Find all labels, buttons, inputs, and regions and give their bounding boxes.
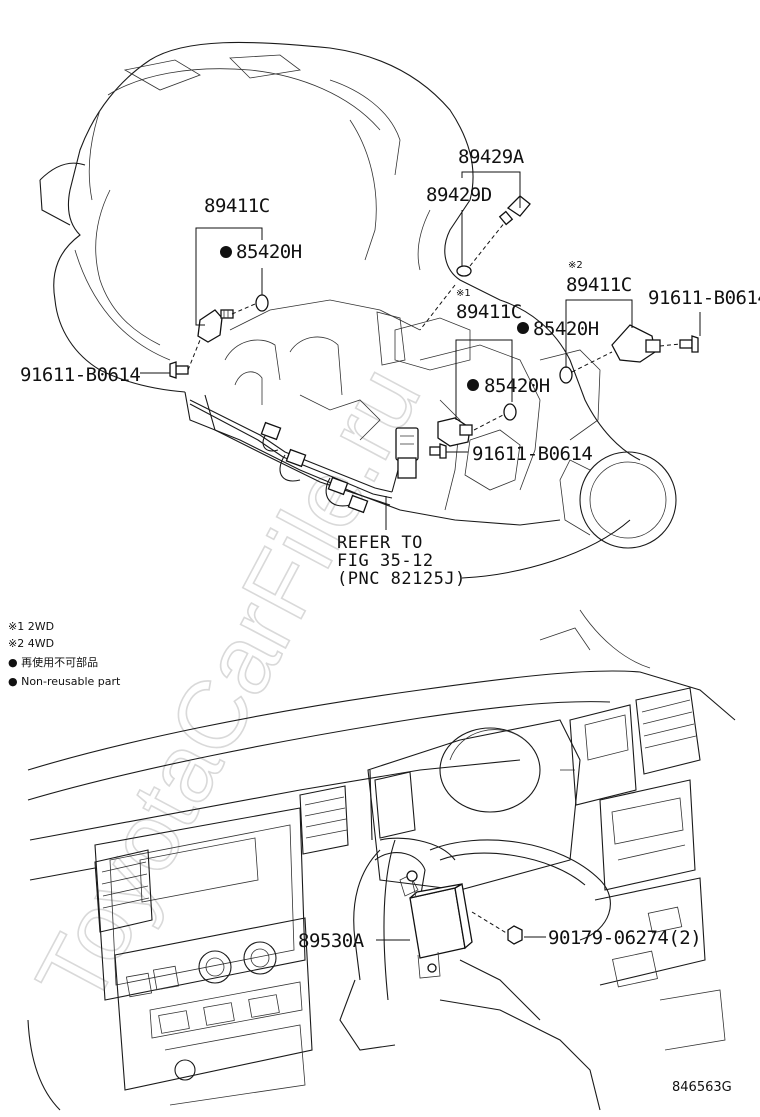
part-number-85420H-middle-bottom[interactable]: 85420H [484,375,550,397]
legend: ※1 2WD ※2 4WD ● 再使用不可部品 ● Non-reusable p… [8,620,121,688]
note-mark-1: ※1 [456,288,471,299]
part-number-89411C-right[interactable]: 89411C [566,274,632,296]
non-reusable-dot-left [220,246,232,258]
legend-non-reusable-en: ● Non-reusable part [8,675,121,688]
bolt-90179 [507,925,523,945]
callouts-dashboard: 89530A 90179-06274(2) [298,927,702,952]
part-number-91611-middle[interactable]: 91611-B0614 [472,443,593,465]
bolt-right [679,335,699,353]
part-number-91611-left[interactable]: 91611-B0614 [20,364,141,386]
part-number-89429A[interactable]: 89429A [458,146,525,168]
reference-line-3[interactable]: (PNC 82125J) [337,569,466,589]
legend-note-1: ※1 2WD [8,620,54,633]
speed-sensor-middle [437,417,473,447]
o-ring-left [255,294,269,312]
bolt-middle [429,443,447,459]
part-number-89429D[interactable]: 89429D [426,184,492,206]
part-number-90179[interactable]: 90179-06274(2) [548,927,702,949]
part-number-91611-right[interactable]: 91611-B0614 [648,287,760,309]
bolt-left [169,361,189,379]
part-number-85420H-left[interactable]: 85420H [236,241,302,263]
reference-line-2: FIG 35-12 [337,551,434,571]
speed-sensor-right [611,324,661,363]
legend-non-reusable-jp: ● 再使用不可部品 [8,655,98,669]
reference-line-1: REFER TO [337,533,423,553]
non-reusable-dot-middle-top [517,322,529,334]
control-module-ecu [406,870,473,979]
figure-code: 846563G [672,1080,732,1095]
transmission-illustration [39,41,699,549]
part-number-89411C-middle[interactable]: 89411C [456,301,522,323]
non-reusable-dot-middle-bottom [467,379,479,391]
gasket-89429 [456,265,472,277]
legend-note-2: ※2 4WD [8,637,54,650]
speed-sensor-left [197,309,234,343]
dashboard-illustration [27,609,736,1111]
part-number-89530A[interactable]: 89530A [298,930,365,952]
pressure-switch [498,195,531,226]
note-mark-2: ※2 [568,260,583,271]
o-ring-right [559,366,573,384]
o-ring-middle [503,403,517,421]
callouts-transmission: 89429A 89429D 89411C 85420H 91611-B0614 … [20,146,760,589]
part-number-89411C-left[interactable]: 89411C [204,195,270,217]
